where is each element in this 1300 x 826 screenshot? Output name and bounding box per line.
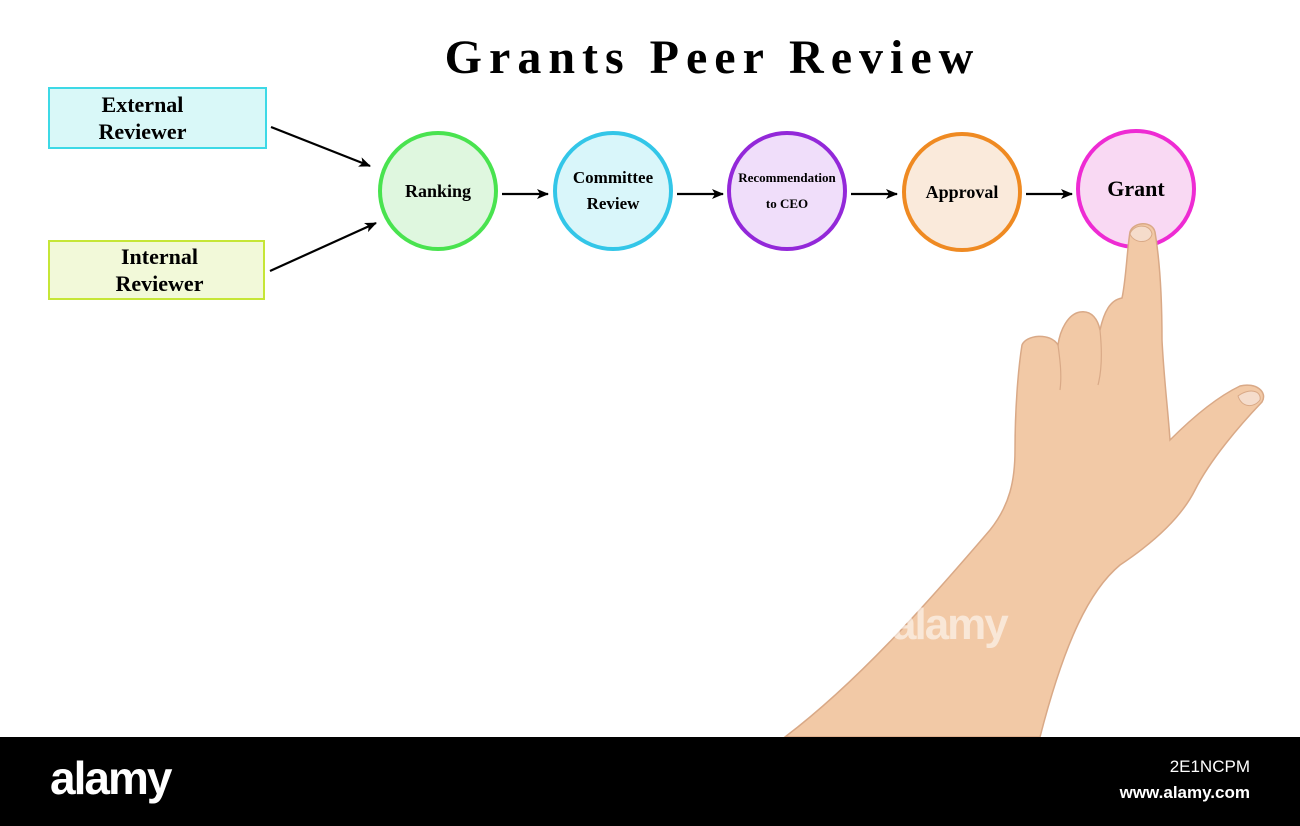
brand-logo: alamy [50, 752, 172, 804]
knuckle-line-2 [1097, 329, 1102, 386]
diagram-title: Grants Peer Review [444, 31, 981, 84]
thumb-nail [1237, 390, 1261, 406]
step-committee-review: Committee Review [553, 131, 673, 251]
site-url[interactable]: www.alamy.com [1119, 783, 1250, 802]
step-grant: Grant [1076, 129, 1196, 249]
step-recommendation-to-ceo: Recommendation to CEO [727, 131, 847, 251]
watermark: alamy [892, 600, 1009, 649]
footer-bar: alamy 2E1NCPM www.alamy.com [0, 737, 1300, 826]
step-ranking: Ranking [378, 131, 498, 251]
hand-shape [783, 223, 1265, 737]
step-grant-label: Grant [1107, 176, 1165, 201]
arrow-external-to-ranking [270, 125, 371, 168]
step-recommendation-line2: to CEO [765, 196, 809, 211]
arrow-internal-to-ranking [269, 221, 377, 273]
step-ranking-label: Ranking [404, 180, 472, 201]
flow-arrows [269, 125, 1073, 273]
internal-reviewer-label-line2: Reviewer [115, 271, 204, 296]
image-id: 2E1NCPM [1169, 757, 1250, 776]
step-recommendation-line1: Recommendation [738, 170, 836, 185]
step-committee-review-line2: Review [586, 194, 640, 213]
step-approval-label: Approval [925, 181, 999, 202]
fingernail [1129, 225, 1153, 242]
external-reviewer-label-line2: Reviewer [98, 119, 187, 144]
step-committee-review-line1: Committee [572, 168, 654, 187]
internal-reviewer-box: Internal Reviewer [48, 240, 265, 300]
pointing-hand-image [783, 223, 1265, 737]
external-reviewer-box: External Reviewer [48, 87, 267, 149]
external-reviewer-label-line1: External [101, 92, 184, 117]
step-approval: Approval [902, 132, 1022, 252]
internal-reviewer-label-line1: Internal [120, 244, 198, 269]
knuckle-line [1057, 344, 1062, 391]
